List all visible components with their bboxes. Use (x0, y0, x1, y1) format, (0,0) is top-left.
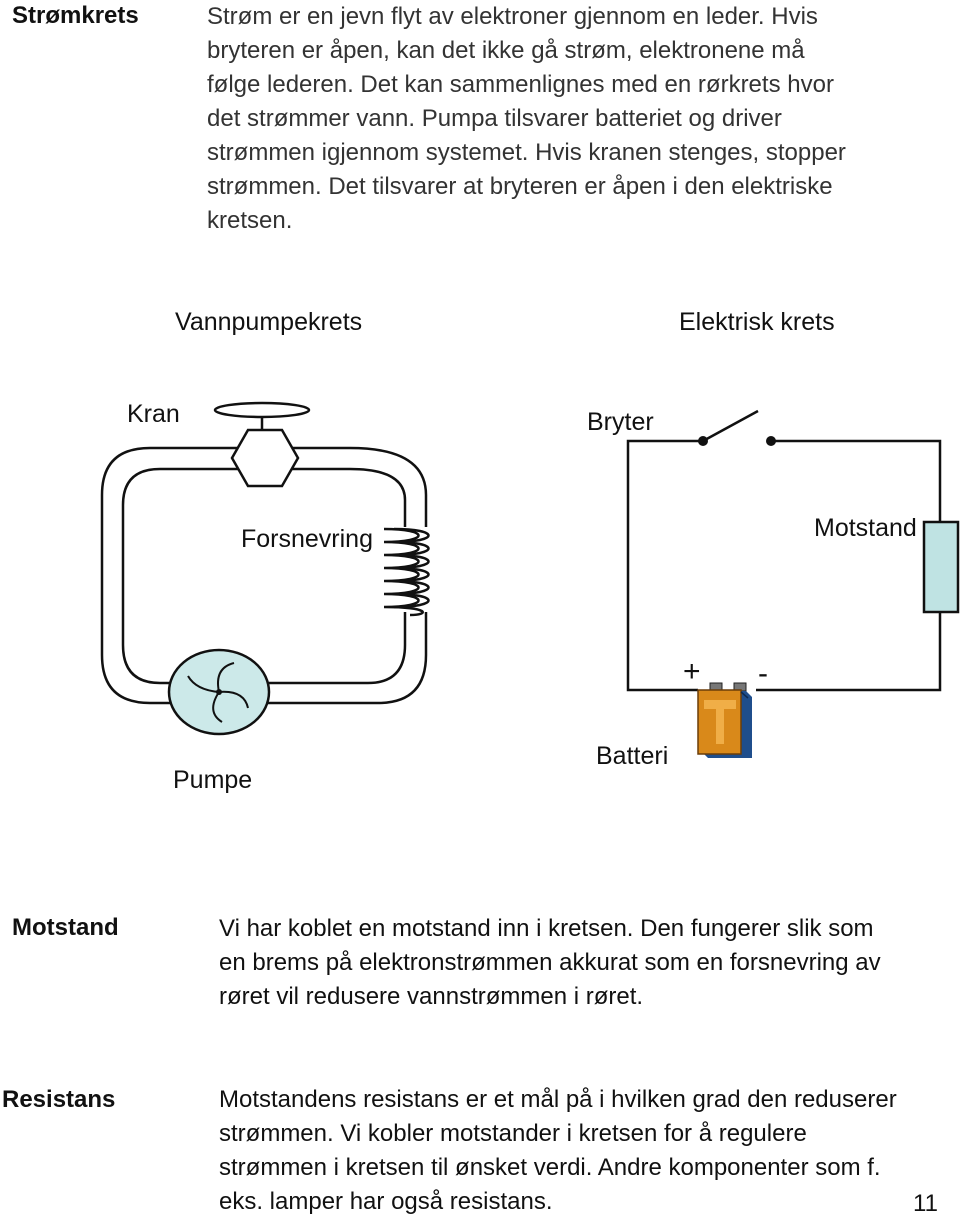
page-number: 11 (913, 1190, 938, 1217)
switch-label: Bryter (587, 408, 654, 436)
term-resistans: Resistans (2, 1086, 116, 1113)
resistor-icon (922, 520, 960, 614)
paragraph-stromkrets: Strøm er en jevn flyt av elektroner gjen… (207, 3, 846, 234)
battery-minus-sign: - (758, 657, 768, 690)
water-circuit-title: Vannpumpekrets (175, 308, 363, 336)
paragraph-resistans: Motstandens resistans er et mål på i hvi… (219, 1086, 897, 1215)
constriction-label: Forsnevring (241, 525, 373, 553)
pump-label: Pumpe (173, 766, 253, 794)
tap-icon (213, 401, 311, 488)
switch-icon (698, 409, 776, 446)
term-stromkrets: Strømkrets (12, 2, 139, 29)
battery-plus-sign: + (683, 655, 701, 688)
battery-icon (697, 682, 752, 758)
water-pipe (100, 446, 428, 705)
constriction-coil-icon (383, 527, 430, 617)
resistor-label: Motstand (814, 514, 917, 542)
battery-label: Batteri (596, 742, 669, 770)
circuit-diagram (100, 401, 960, 758)
electric-circuit-title: Elektrisk krets (679, 308, 835, 336)
electric-wires (626, 439, 942, 692)
paragraph-motstand: Vi har koblet en motstand inn i kretsen.… (219, 915, 881, 1010)
term-motstand: Motstand (12, 914, 119, 941)
pump-icon (167, 648, 271, 736)
tap-label: Kran (127, 400, 180, 428)
